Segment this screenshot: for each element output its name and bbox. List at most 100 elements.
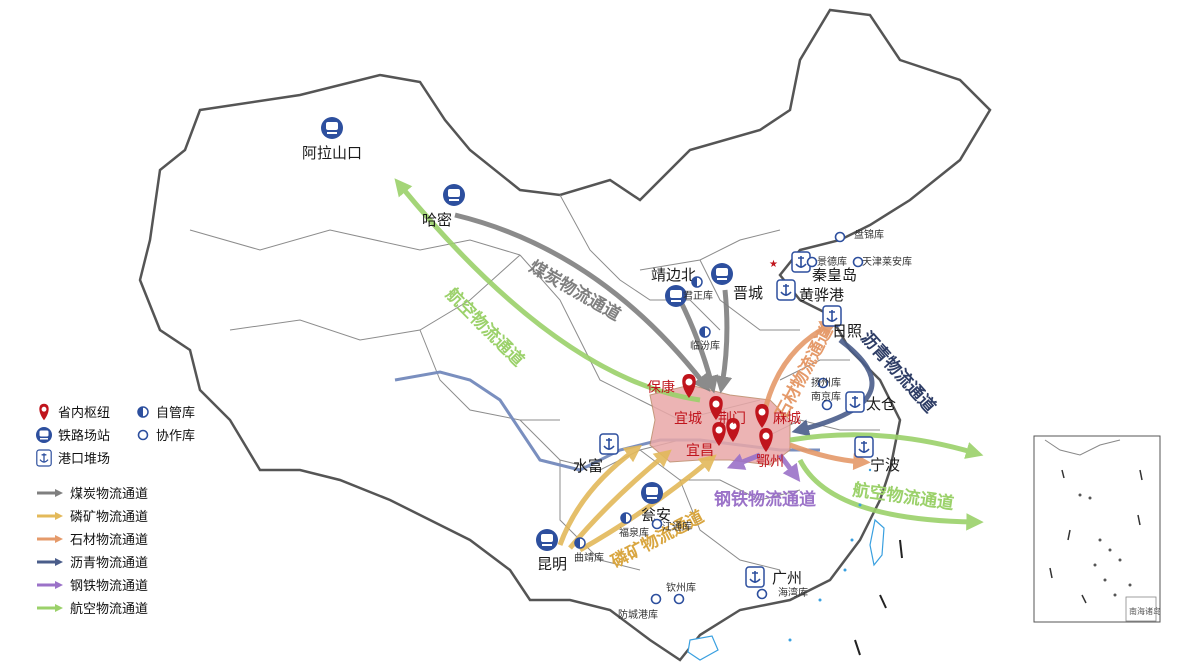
coop-store-label: 景德库 xyxy=(817,255,847,268)
inset-islands xyxy=(1078,493,1132,597)
legend-label: 钢铁物流通道 xyxy=(70,579,149,594)
hub-pin-icon xyxy=(726,418,740,442)
ring-icon xyxy=(673,593,685,605)
port-label: 宁波 xyxy=(870,456,900,474)
coop-store-label: 海湾库 xyxy=(778,586,808,599)
hub-label: 保康 xyxy=(647,379,675,396)
coop-store-label: 钦州库 xyxy=(666,581,696,594)
arrow-icon xyxy=(37,488,63,497)
inset-coast xyxy=(1044,439,1121,456)
stone-arrow-ningbo xyxy=(789,442,871,471)
coop-store-label: 天津莱安库 xyxy=(862,255,912,268)
legend-corridor-steel: 钢铁物流通道 xyxy=(36,573,236,596)
coop-store-labels: 盘锦库 景德库 天津莱安库 扬州库 南京库 江通库 钦州库 防城港库 海湾库 xyxy=(618,228,912,621)
map-dashes xyxy=(854,539,903,656)
phosphate-arrow-wengan xyxy=(578,454,717,553)
ring-icon xyxy=(817,377,829,389)
south-china-sea-inset xyxy=(1033,435,1161,623)
ring-icon xyxy=(650,593,662,605)
hub-pin-icon xyxy=(712,422,726,446)
hub-pin-icon xyxy=(759,428,773,452)
anchor-icon xyxy=(36,448,52,467)
legend-corridor-phosphate: 磷矿物流通道 xyxy=(36,504,236,527)
inset-label: 南海诸岛 xyxy=(1129,606,1161,616)
coop-stores xyxy=(650,231,864,605)
legend-corridor-coal: 煤炭物流通道 xyxy=(36,481,236,504)
legend-label: 航空物流通道 xyxy=(70,602,149,617)
legend-item-hub: 省内枢纽 xyxy=(36,400,136,423)
station-label: 晋城 xyxy=(733,284,763,302)
arrow-icon xyxy=(37,534,63,543)
china-outline xyxy=(138,8,992,662)
station-label: 昆明 xyxy=(537,555,567,573)
inset-dash-lines xyxy=(1049,469,1143,604)
self-store-label: 君正库 xyxy=(683,289,713,302)
legend-label: 港口堆场 xyxy=(58,452,111,467)
legend-corridor-stone: 石材物流通道 xyxy=(36,527,236,550)
capital-star-icon: ★ xyxy=(769,259,778,270)
air-corridor-west xyxy=(394,178,701,403)
port-label: 黄骅港 xyxy=(799,286,844,304)
ring-icon xyxy=(834,231,846,243)
rail-station-icon xyxy=(711,263,733,285)
hainan-island xyxy=(687,635,719,661)
hub-pin-icon xyxy=(709,396,723,420)
ring-icon xyxy=(137,429,149,440)
hub-pin-icon xyxy=(682,374,696,398)
legend-label: 煤炭物流通道 xyxy=(70,487,149,502)
legend-label: 沥青物流通道 xyxy=(70,556,149,571)
rail-station-icon xyxy=(443,184,465,206)
ring-icon xyxy=(852,256,864,268)
half-circle-icon xyxy=(691,276,703,288)
hub-label: 荆门 xyxy=(718,411,746,427)
hub-pin-icon xyxy=(755,404,769,428)
anchor-icon xyxy=(791,251,811,273)
coal-arrow-jingbian xyxy=(677,298,719,394)
arrow-icon xyxy=(37,603,63,612)
port-yards: 秦皇岛 黄骅港 日照 太仓 宁波 水富 广州 xyxy=(573,251,900,588)
anchor-icon xyxy=(599,433,619,455)
station-label: 阿拉山口 xyxy=(302,144,362,162)
self-stores: 君正库 临汾库 福泉库 曲靖库 xyxy=(574,276,720,564)
self-store-label: 福泉库 xyxy=(619,526,649,539)
self-store-label: 临汾库 xyxy=(690,339,720,352)
coal-corridor xyxy=(454,212,733,394)
rail-station-icon xyxy=(665,285,687,307)
port-label: 广州 xyxy=(772,569,802,587)
coop-store-label: 南京库 xyxy=(811,390,841,403)
coop-store-label: 盘锦库 xyxy=(854,228,884,241)
station-label: 瓮安 xyxy=(641,506,671,524)
air-arrow-east xyxy=(789,432,984,459)
inset-label-box xyxy=(1125,596,1157,622)
legend-label: 省内枢纽 xyxy=(58,406,111,421)
hub-label: 宜昌 xyxy=(686,443,714,459)
anchor-icon xyxy=(776,279,796,301)
legend-label: 协作库 xyxy=(156,429,196,444)
steel-corridor-label: 钢铁物流通道 xyxy=(714,489,816,509)
anchor-icon xyxy=(845,391,865,413)
coal-arrow-jincheng xyxy=(714,289,733,394)
ring-icon xyxy=(821,399,833,411)
legend-label: 铁路场站 xyxy=(58,429,111,444)
hubs: 保康 宜城 荆门 麻城 宜昌 鄂州 xyxy=(647,374,801,470)
stone-corridor xyxy=(762,321,871,471)
port-label: 秦皇岛 xyxy=(812,266,857,284)
half-circle-icon xyxy=(574,537,586,549)
legend-item-coop-store: 协作库 xyxy=(136,423,236,446)
arrow-icon xyxy=(37,557,63,566)
asphalt-corridor xyxy=(791,338,875,437)
ring-icon xyxy=(651,518,663,530)
anchor-icon xyxy=(745,566,765,588)
port-label: 日照 xyxy=(832,322,862,340)
legend: 省内枢纽 自管库 铁路场站 协作库 港口堆场 煤炭物流通道 磷 xyxy=(36,400,236,619)
steel-arrow-south xyxy=(778,453,801,482)
hub-pin-icon xyxy=(39,403,49,420)
arrow-icon xyxy=(37,580,63,589)
station-label: 哈密 xyxy=(422,211,452,229)
coop-store-label: 扬州库 xyxy=(811,376,841,389)
legend-corridor-asphalt: 沥青物流通道 xyxy=(36,550,236,573)
legend-item-port: 港口堆场 xyxy=(36,446,236,469)
legend-label: 自管库 xyxy=(156,406,196,421)
rail-station-icon xyxy=(36,426,52,443)
